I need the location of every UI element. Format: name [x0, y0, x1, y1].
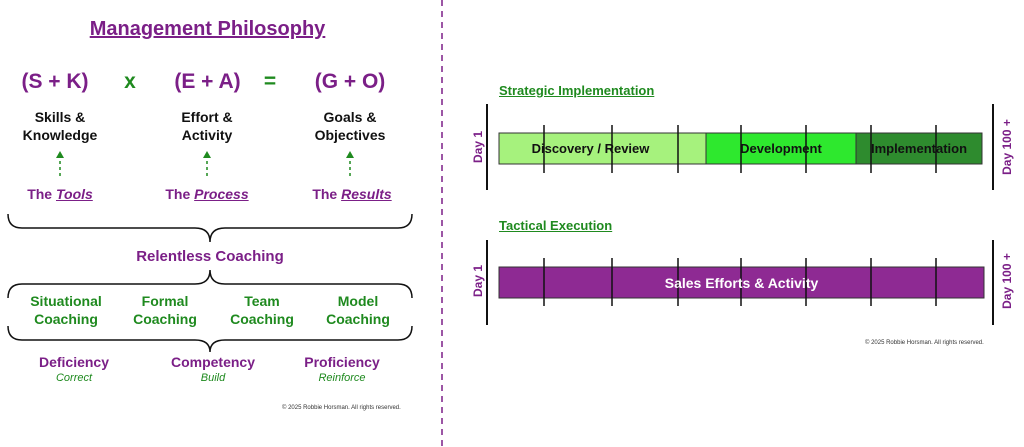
phase-development-label: Development [740, 141, 822, 156]
brace-upper-coaching [7, 269, 413, 299]
level-competency: Competency [170, 354, 256, 370]
label-skills-knowledge: Skills & Knowledge [22, 109, 98, 143]
strategic-day-start: Day 1 [471, 130, 485, 164]
formula-equals: = [263, 70, 277, 93]
coaching-situational: Situational Coaching [30, 293, 102, 327]
coaching-formal: Formal Coaching [133, 293, 197, 327]
level-proficiency-sub: Reinforce [318, 372, 366, 384]
strategic-title: Strategic Implementation [499, 83, 655, 98]
coaching-team: Team Coaching [230, 293, 294, 327]
phase-implementation-bar [855, 132, 983, 165]
formula-times: x [124, 70, 136, 93]
formula-effort-activity: (E + A) [174, 70, 241, 93]
the-results: The Results [312, 186, 392, 202]
arrow-process [203, 151, 211, 176]
arrow-tools [56, 151, 64, 176]
label-goals-objectives: Goals & Objectives [314, 109, 386, 143]
phase-discovery-bar [498, 132, 707, 165]
the-tools: The Tools [27, 186, 93, 202]
strategic-day-end: Day 100 + [1000, 119, 1014, 175]
label-effort-activity: Effort & Activity [181, 109, 233, 143]
brace-lower-coaching [7, 325, 413, 353]
level-deficiency-sub: Correct [55, 372, 93, 384]
arrow-results [346, 151, 354, 176]
phase-implementation-label: Implementation [870, 141, 968, 156]
relentless-coaching-heading: Relentless Coaching [136, 248, 284, 265]
strategic-ticks [543, 125, 937, 173]
tactical-day-end: Day 100 + [1000, 253, 1014, 309]
level-competency-sub: Build [200, 372, 226, 384]
tactical-day-start: Day 1 [471, 264, 485, 298]
brace-top [7, 213, 413, 243]
level-proficiency: Proficiency [304, 354, 380, 370]
tactical-ticks [543, 258, 937, 306]
copyright-right: © 2025 Robbie Horsman. All rights reserv… [865, 340, 984, 346]
copyright-left: © 2025 Robbie Horsman. All rights reserv… [282, 405, 401, 411]
tactical-title: Tactical Execution [499, 218, 613, 233]
formula-skills-knowledge: (S + K) [21, 70, 89, 93]
coaching-model: Model Coaching [326, 293, 390, 327]
the-process: The Process [165, 186, 249, 202]
phase-development-bar [705, 132, 857, 165]
formula-goals-objectives: (G + O) [314, 70, 386, 93]
level-deficiency: Deficiency [38, 354, 110, 370]
tactical-bar-label: Sales Efforts & Activity [664, 275, 819, 291]
phase-discovery-label: Discovery / Review [531, 141, 650, 156]
page-title: Management Philosophy [89, 18, 326, 40]
